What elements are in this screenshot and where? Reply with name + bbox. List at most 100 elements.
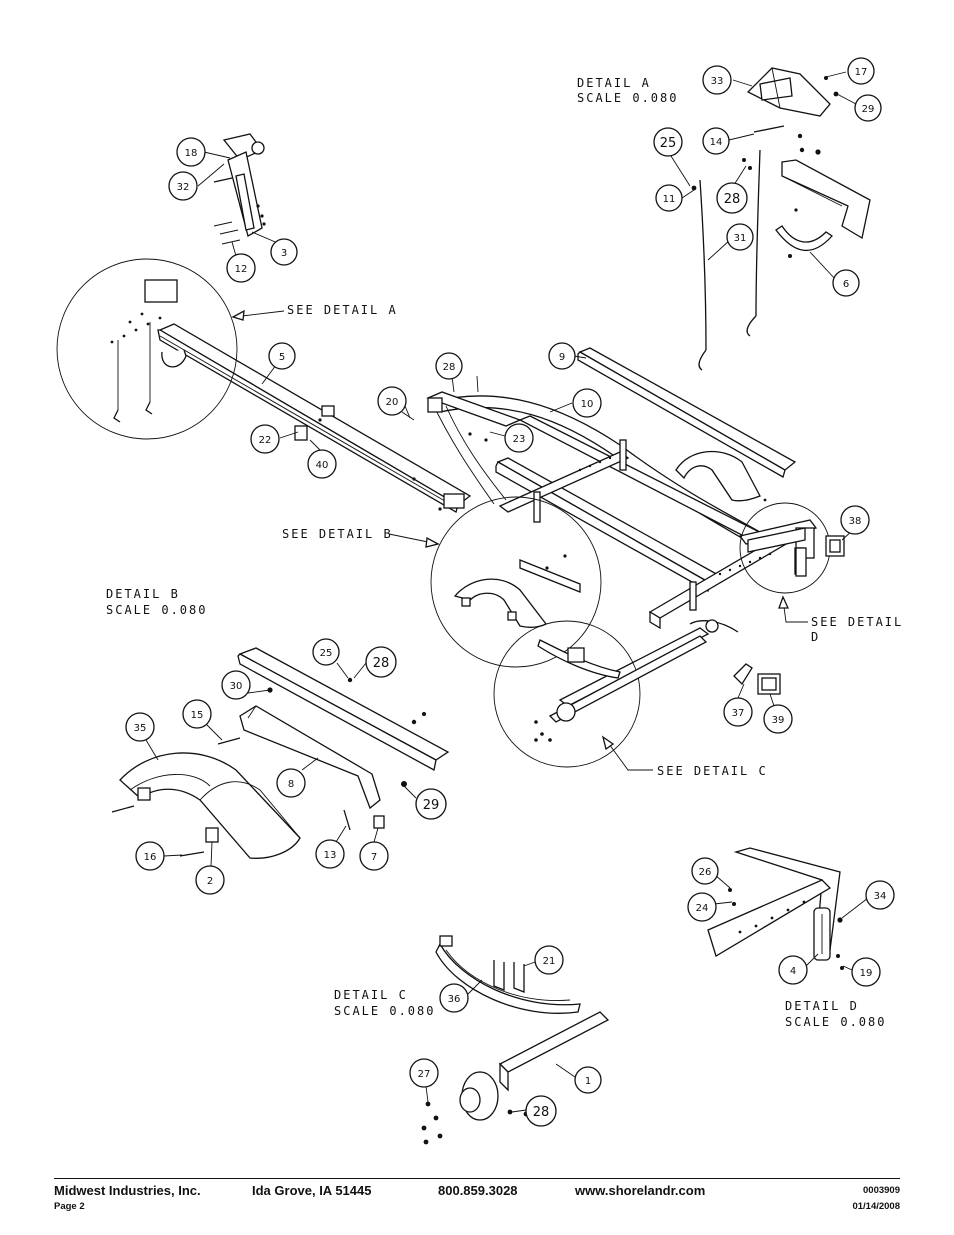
- callout-13-label: 13: [324, 850, 337, 861]
- callout-35: 35: [125, 712, 155, 742]
- callout-28-c: 28: [365, 646, 397, 678]
- callout-3: 3: [270, 238, 298, 266]
- callout-14: 14: [702, 127, 730, 155]
- detail-b-scale: SCALE 0.080: [106, 603, 207, 617]
- callout-15-label: 15: [191, 710, 204, 721]
- detail-a-title: DETAIL A: [577, 76, 651, 90]
- callout-31-label: 31: [734, 233, 747, 244]
- callout-32: 32: [168, 171, 198, 201]
- callout-32-label: 32: [177, 182, 190, 193]
- callout-8: 8: [276, 768, 306, 798]
- callout-26: 26: [691, 857, 719, 885]
- callout-26-label: 26: [699, 867, 712, 878]
- footer-rule: [54, 1178, 900, 1179]
- callout-38: 38: [840, 505, 870, 535]
- callout-25-b: 25: [312, 638, 340, 666]
- detail-d-scale: SCALE 0.080: [785, 1015, 886, 1029]
- callout-30-label: 30: [230, 681, 243, 692]
- callout-2-label: 2: [207, 876, 213, 887]
- callout-22: 22: [250, 424, 280, 454]
- callout-29-b-label: 29: [423, 798, 440, 813]
- detail-b-title: DETAIL B: [106, 587, 180, 601]
- callout-4: 4: [778, 955, 808, 985]
- callout-24: 24: [687, 892, 717, 922]
- detail-a-scale: SCALE 0.080: [577, 91, 678, 105]
- callout-7-label: 7: [371, 852, 377, 863]
- callout-leaders: [145, 71, 869, 1113]
- detail-b-circle: [430, 496, 602, 668]
- callout-28-b-label: 28: [443, 362, 456, 373]
- callout-17: 17: [847, 57, 875, 85]
- see-detail-d-label-1: SEE DETAIL: [811, 615, 903, 629]
- callout-29-a: 29: [854, 94, 882, 122]
- see-detail-d-leader: SEE DETAIL D: [778, 595, 903, 644]
- see-detail-d-label-2: D: [811, 630, 820, 644]
- detail-a-circle-contents: [110, 279, 187, 423]
- callout-10: 10: [572, 388, 602, 418]
- callout-28-b: 28: [435, 352, 463, 380]
- callout-34: 34: [865, 880, 895, 910]
- callout-33: 33: [702, 65, 732, 95]
- callout-17-label: 17: [855, 67, 868, 78]
- callout-28-d: 28: [525, 1095, 557, 1127]
- callout-20: 20: [377, 386, 407, 416]
- see-detail-b-label: SEE DETAIL B: [282, 527, 393, 541]
- detail-c-scale: SCALE 0.080: [334, 1004, 435, 1018]
- callout-2: 2: [195, 865, 225, 895]
- callout-28-c-label: 28: [373, 656, 390, 671]
- callout-38-label: 38: [849, 516, 862, 527]
- callout-5-label: 5: [279, 352, 285, 363]
- callout-4-label: 4: [790, 966, 796, 977]
- callout-11-label: 11: [663, 194, 676, 205]
- callout-31: 31: [726, 223, 754, 251]
- callout-1: 1: [574, 1066, 602, 1094]
- footer-date: 01/14/2008: [852, 1201, 900, 1212]
- callout-23-label: 23: [513, 434, 526, 445]
- callout-19-label: 19: [860, 968, 873, 979]
- callout-12-label: 12: [235, 264, 248, 275]
- callout-18: 18: [176, 137, 206, 167]
- callout-25-b-label: 25: [320, 648, 333, 659]
- callout-36: 36: [439, 983, 469, 1013]
- callout-9: 9: [548, 342, 576, 370]
- callout-7: 7: [359, 841, 389, 871]
- callout-23: 23: [504, 423, 534, 453]
- footer-page: Page 2: [54, 1201, 85, 1212]
- callout-18-label: 18: [185, 148, 198, 159]
- detail-d-circle-contents: [747, 527, 807, 577]
- footer-website[interactable]: www.shorelandr.com: [575, 1183, 706, 1198]
- see-detail-c-label: SEE DETAIL C: [657, 764, 768, 778]
- callout-3-label: 3: [281, 248, 287, 259]
- callout-30: 30: [221, 670, 251, 700]
- see-detail-a-leader: SEE DETAIL A: [231, 303, 398, 321]
- see-detail-a-label: SEE DETAIL A: [287, 303, 398, 317]
- callout-9-label: 9: [559, 352, 565, 363]
- callout-6: 6: [832, 269, 860, 297]
- see-detail-c-leader: SEE DETAIL C: [601, 735, 768, 778]
- callout-35-label: 35: [134, 723, 147, 734]
- detail-a-circle: [56, 258, 238, 440]
- callout-27: 27: [409, 1058, 439, 1088]
- callout-25-a: 25: [653, 127, 683, 157]
- callout-14-label: 14: [710, 137, 723, 148]
- jack-assembly: [213, 133, 266, 245]
- detail-b-circle-contents: [453, 559, 581, 628]
- detail-c-title: DETAIL C: [334, 988, 408, 1002]
- callout-8-label: 8: [288, 779, 294, 790]
- callout-20-label: 20: [386, 397, 399, 408]
- callout-40-label: 40: [316, 460, 329, 471]
- detail-c-circle-contents: [534, 635, 708, 742]
- callout-25-a-label: 25: [660, 136, 677, 151]
- callout-40: 40: [307, 449, 337, 479]
- callout-28-d-label: 28: [533, 1105, 550, 1120]
- callout-37: 37: [723, 697, 753, 727]
- callout-19: 19: [851, 957, 881, 987]
- detail-c-circle: [493, 620, 641, 768]
- callout-21: 21: [534, 945, 564, 975]
- footer-phone: 800.859.3028: [438, 1183, 518, 1198]
- detail-a-coupler-assembly: [691, 67, 871, 371]
- callout-21-label: 21: [543, 956, 556, 967]
- callout-24-label: 24: [696, 903, 709, 914]
- detail-b-fender-assembly: [111, 647, 450, 859]
- footer-city: Ida Grove, IA 51445: [252, 1183, 372, 1198]
